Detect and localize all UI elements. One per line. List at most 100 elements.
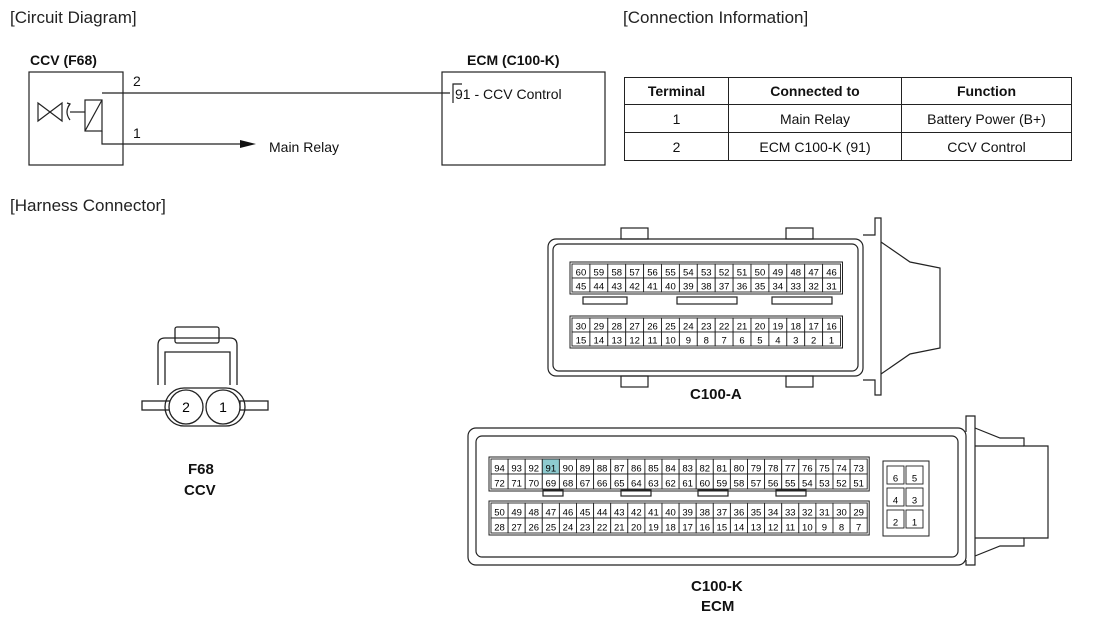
c100k-pin-label: 76: [802, 464, 813, 475]
c100k-aux-pin: [886, 465, 905, 485]
ccv-component-box: [28, 71, 124, 166]
c100k-connector-name: C100-K: [691, 578, 743, 595]
f68-connector-sub: CCV: [184, 482, 216, 499]
c100k-pin-block: [488, 500, 870, 536]
c100k-pin: [849, 517, 868, 534]
table-cell: 2: [624, 132, 729, 161]
c100a-pin-label: 36: [737, 282, 748, 293]
c100a-pin-label: 38: [701, 282, 712, 293]
c100a-pin-label: 8: [704, 336, 709, 347]
c100k-pin-label: 67: [580, 479, 591, 490]
c100a-pin-label: 6: [739, 336, 744, 347]
f68-pin-2: [168, 389, 204, 425]
c100a-pin-block: [569, 261, 843, 295]
c100a-pin-label: 17: [808, 322, 819, 333]
c100a-pin-label: 1: [829, 336, 834, 347]
c100a-pin-label: 11: [648, 336, 658, 347]
c100a-pin-label: 49: [773, 268, 784, 279]
main-relay-label: Main Relay: [269, 139, 340, 155]
c100k-pin-label: 79: [751, 464, 762, 475]
c100k-pin-label: 46: [563, 508, 574, 519]
c100a-pin-label: 5: [757, 336, 762, 347]
c100k-pin-label: 58: [734, 479, 745, 490]
table-cell: Main Relay: [728, 104, 902, 133]
column-header: Connected to: [728, 77, 902, 105]
c100a-pin-label: 59: [594, 268, 605, 279]
c100k-aux-block: [882, 460, 930, 537]
c100k-pin-label: 94: [494, 464, 505, 475]
table-row: 2 ECM C100-K (91) CCV Control: [624, 132, 1072, 161]
c100a-pin-label: 10: [665, 336, 676, 347]
f68-pin-2-label: 2: [182, 399, 190, 415]
c100a-pin-label: 9: [686, 336, 691, 347]
c100k-aux-pin-label: 6: [893, 474, 898, 485]
c100k-pin-label: 41: [648, 508, 659, 519]
c100k-pin-label: 60: [699, 479, 710, 490]
c100k-pin-label: 20: [631, 523, 642, 534]
ecm-pin-number: 91: [455, 86, 471, 102]
c100a-pin-label: 35: [755, 282, 766, 293]
c100k-aux-pin-label: 3: [912, 496, 917, 507]
c100a-pin-label: 44: [594, 282, 605, 293]
c100a-pin-label: 47: [808, 268, 819, 279]
c100k-pin-label: 48: [528, 508, 539, 519]
c100a-pin-label: 48: [790, 268, 801, 279]
c100k-pin-label: 70: [528, 479, 539, 490]
c100a-pin-label: 39: [683, 282, 694, 293]
c100k-pin-label: 28: [494, 523, 505, 534]
c100k-pin-label: 12: [768, 523, 779, 534]
c100k-pin-label: 84: [665, 464, 676, 475]
c100k-aux-pin: [905, 487, 924, 507]
c100a-pin-label: 33: [790, 282, 801, 293]
circuit-diagram-heading: [Circuit Diagram]: [10, 8, 137, 27]
c100k-pin-label: 62: [665, 479, 676, 490]
c100a-pin-label: 46: [826, 268, 837, 279]
c100a-pin-label: 30: [576, 322, 587, 333]
c100k-pin-label: 19: [648, 523, 659, 534]
c100a-pin-label: 29: [594, 322, 605, 333]
c100k-pin-label: 50: [494, 508, 505, 519]
c100a-pin-label: 25: [665, 322, 676, 333]
solenoid-valve-icon: [37, 99, 103, 132]
c100k-aux-pin: [905, 509, 924, 529]
ecm-pin-bracket: [452, 83, 462, 103]
c100k-pin-label: 27: [511, 523, 522, 534]
wire-2-label: 2: [133, 73, 141, 89]
c100k-aux-pin: [905, 465, 924, 485]
c100a-pin-label: 28: [611, 322, 622, 333]
c100k-pin-label: 31: [819, 508, 830, 519]
c100a-pin-label: 60: [576, 268, 587, 279]
c100k-pin-label: 65: [614, 479, 625, 490]
c100k-pin-label: 59: [717, 479, 728, 490]
c100a-pin-label: 54: [683, 268, 694, 279]
c100a-pin-label: 4: [775, 336, 780, 347]
c100k-pin-label: 51: [853, 479, 864, 490]
c100a-pin-label: 37: [719, 282, 730, 293]
c100k-pin-label: 7: [856, 523, 861, 534]
c100a-pin-label: 13: [611, 336, 622, 347]
c100k-pin: [849, 473, 868, 490]
c100a-pin-label: 32: [808, 282, 819, 293]
c100k-pin-label: 78: [768, 464, 779, 475]
c100k-pin-label: 8: [839, 523, 844, 534]
ccv-title: CCV (F68): [30, 52, 97, 68]
c100a-pin-label: 57: [629, 268, 640, 279]
c100k-pin-label: 22: [597, 523, 608, 534]
c100k-pin-label: 21: [614, 523, 625, 534]
c100k-pin-label: 45: [580, 508, 591, 519]
c100a-pin-label: 24: [683, 322, 694, 333]
c100k-pin-label: 81: [717, 464, 728, 475]
harness-connector-heading: [Harness Connector]: [10, 196, 166, 215]
ecm-pin-label: 91 - CCV Control: [455, 86, 562, 102]
c100a-pin-label: 7: [722, 336, 727, 347]
c100a-pin-label: 3: [793, 336, 798, 347]
c100k-pin-label: 43: [614, 508, 625, 519]
wire-to-main-relay: [101, 131, 240, 145]
c100a-pin-label: 40: [665, 282, 676, 293]
c100k-pin-label: 91: [546, 464, 557, 475]
c100k-pin-label: 23: [580, 523, 591, 534]
c100k-pin-label: 61: [682, 479, 693, 490]
c100k-pin-label: 56: [768, 479, 779, 490]
